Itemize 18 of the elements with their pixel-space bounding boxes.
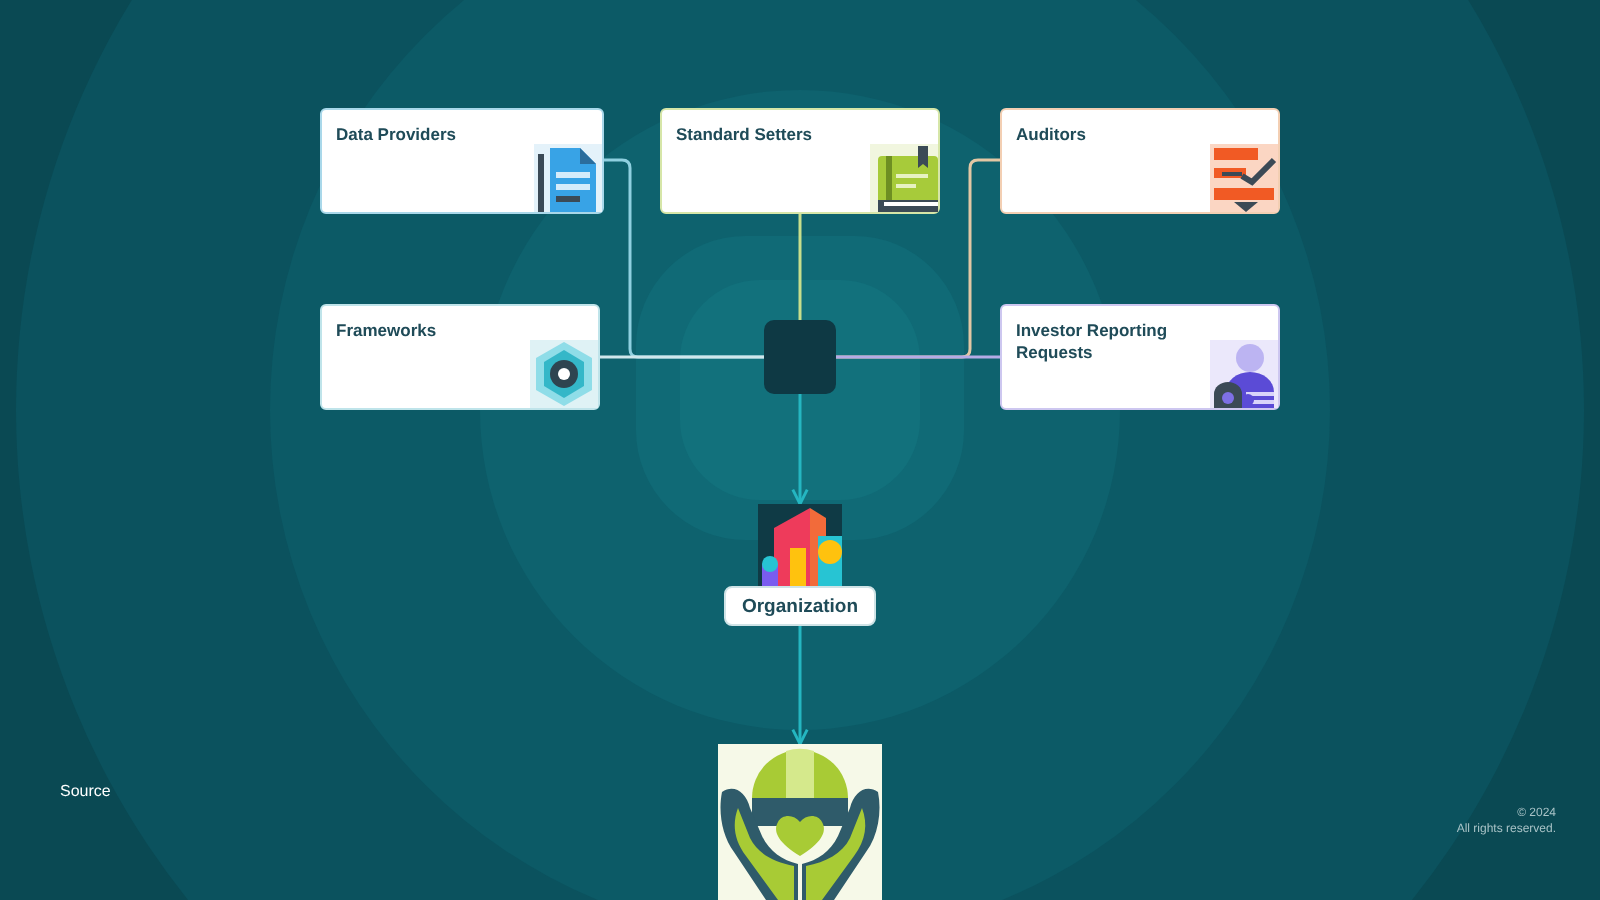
node-label: Organization xyxy=(724,586,876,626)
connector-line xyxy=(798,214,802,320)
card-title: Auditors xyxy=(1016,124,1086,147)
card-title: Standard Setters xyxy=(676,124,813,147)
card-title: Frameworks xyxy=(336,320,437,343)
connector-line xyxy=(600,355,764,359)
arrow xyxy=(791,394,809,506)
card-title: Data Providers xyxy=(336,124,456,147)
connector-line xyxy=(836,355,1000,359)
source-label: Source xyxy=(60,782,111,802)
arrow xyxy=(791,626,809,746)
hub-box xyxy=(764,320,836,394)
category-card xyxy=(660,108,940,214)
category-card xyxy=(1000,108,1280,214)
category-card xyxy=(320,304,600,410)
category-card xyxy=(320,108,604,214)
card-title: Investor Reporting Requests xyxy=(1016,320,1170,365)
category-card xyxy=(1000,304,1280,410)
